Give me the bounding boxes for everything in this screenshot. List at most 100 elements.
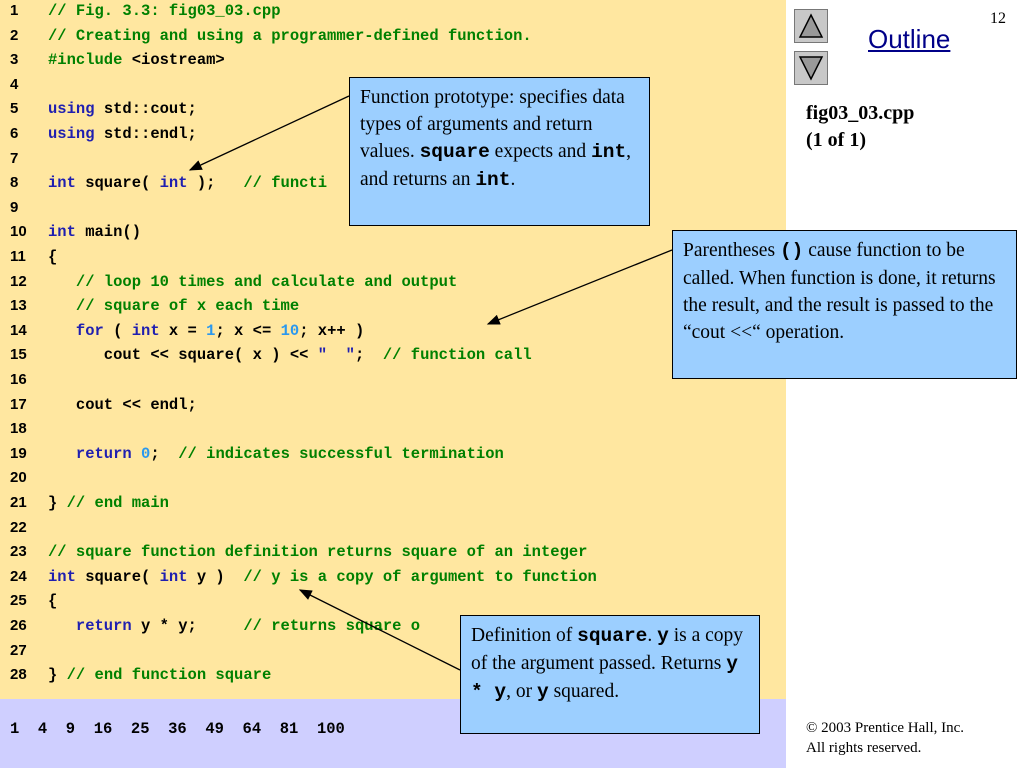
code-line: 22 <box>0 519 786 541</box>
code-token <box>48 445 76 463</box>
code-text: #include <iostream> <box>48 51 225 69</box>
callout-text: . <box>647 625 658 646</box>
callout-text: y <box>536 681 549 703</box>
code-line: 12 // loop 10 times and calculate and ou… <box>0 273 786 295</box>
code-token: using <box>48 100 95 119</box>
line-number: 27 <box>10 641 27 659</box>
code-line: 11 { <box>0 248 786 270</box>
line-number: 28 <box>10 666 27 684</box>
code-token: // square function definition returns sq… <box>48 543 588 562</box>
line-number: 25 <box>10 592 27 610</box>
line-number: 2 <box>10 26 19 44</box>
line-number: 12 <box>10 272 27 290</box>
copyright: © 2003 Prentice Hall, Inc. All rights re… <box>806 718 964 758</box>
code-line: 3 #include <iostream> <box>0 51 786 73</box>
code-text: using std::cout; <box>48 100 197 118</box>
code-token: main() <box>75 223 142 242</box>
code-token: // Fig. 3.3: fig03_03.cpp <box>48 2 281 20</box>
code-text: cout << endl; <box>48 396 197 414</box>
code-token: #include <box>48 51 123 70</box>
callout-text: cause function to be called. When functi… <box>683 240 996 343</box>
code-token: { <box>48 248 58 266</box>
code-text: return 0; // indicates successful termin… <box>48 445 504 463</box>
sidebar <box>786 0 1024 768</box>
code-line: 17 cout << endl; <box>0 396 786 418</box>
callout-text: is a copy of the argument passed. Return… <box>471 625 744 674</box>
line-number: 5 <box>10 100 19 118</box>
code-token: ; <box>354 346 383 365</box>
outline-link[interactable]: Outline <box>868 24 951 54</box>
code-text: for ( int x = 1; x <= 10; x++ ) <box>48 322 364 340</box>
code-text: } // end main <box>48 494 169 512</box>
code-token: int <box>48 223 76 242</box>
line-number: 23 <box>10 543 27 561</box>
code-text: int main() <box>48 223 141 241</box>
line-number: 8 <box>10 174 19 192</box>
code-token: // end function square <box>66 666 272 685</box>
code-text: { <box>48 592 57 610</box>
code-token: y * y; <box>131 617 244 635</box>
code-token: std::endl; <box>94 125 197 143</box>
code-text: cout << square( x ) << " "; // function … <box>48 346 532 364</box>
code-token: int <box>159 174 188 193</box>
code-token: return <box>75 444 132 463</box>
code-token: ; x <= <box>215 321 281 340</box>
previous-slide-button[interactable] <box>794 9 828 43</box>
line-number: 24 <box>10 567 27 585</box>
code-line: 4 <box>0 76 786 98</box>
code-line: 8 int square( int ); // functi <box>0 174 786 196</box>
code-line: 13 // square of x each time <box>0 297 786 319</box>
code-token <box>48 322 76 340</box>
code-text: using std::endl; <box>48 125 197 143</box>
code-line: 24 int square( int y ) // y is a copy of … <box>0 568 786 590</box>
line-number: 20 <box>10 469 27 487</box>
line-number: 4 <box>10 75 19 93</box>
code-line: 25 { <box>0 592 786 614</box>
callout-prototype: Function prototype: specifies data types… <box>349 77 650 226</box>
code-text: int square( int y ) // y is a copy of ar… <box>48 568 597 586</box>
slide-number: 12 <box>990 10 1006 27</box>
callout-text: , and returns an <box>360 141 632 190</box>
callout-text: y * y <box>471 653 738 703</box>
next-slide-button[interactable] <box>794 51 828 85</box>
code-token: cout << square( x ) << <box>48 346 318 365</box>
file-part: (1 of 1) <box>806 129 866 151</box>
code-token: int <box>48 174 76 193</box>
code-line: 20 <box>0 469 786 491</box>
triangle-down-icon <box>798 56 824 81</box>
code-text: return y * y; // returns square o <box>48 617 420 635</box>
line-number: 17 <box>10 395 27 413</box>
line-number: 11 <box>10 248 26 265</box>
code-token: // functi <box>243 174 328 193</box>
callout-text: . <box>510 169 516 190</box>
code-text: int square( int ); // functi <box>48 174 327 192</box>
callout-text: () <box>779 240 804 262</box>
code-token: std::cout; <box>94 100 197 119</box>
code-token: using <box>48 125 95 143</box>
code-token: 10 <box>280 321 300 340</box>
line-number: 16 <box>10 371 27 388</box>
code-line: 21} // end main <box>0 494 786 516</box>
line-number: 3 <box>10 51 19 69</box>
line-number: 19 <box>10 444 27 462</box>
line-number: 18 <box>10 420 27 438</box>
code-line: 14 for ( int x = 1; x <= 10; x++ ) <box>0 322 786 344</box>
code-token: ( <box>103 321 132 340</box>
code-token: // end main <box>66 494 169 512</box>
output-text: 1 4 9 16 25 36 49 64 81 100 <box>10 720 345 738</box>
line-number: 14 <box>10 321 27 339</box>
code-token: { <box>48 592 58 611</box>
code-line: 1// Fig. 3.3: fig03_03.cpp <box>0 2 786 24</box>
code-text: // loop 10 times and calculate and outpu… <box>48 273 457 291</box>
code-token: } <box>48 666 67 685</box>
triangle-up-icon <box>798 13 824 38</box>
code-token: square( <box>75 174 160 193</box>
code-token: 0 <box>141 444 151 463</box>
code-line: 5 using std::cout; <box>0 100 786 122</box>
callout-text: int <box>475 169 511 191</box>
code-line: 2// Creating and using a programmer-defi… <box>0 27 786 49</box>
callout-text: , or <box>506 681 537 702</box>
callout-text: square <box>577 625 648 647</box>
code-line: 15 cout << square( x ) << " "; // functi… <box>0 346 786 368</box>
